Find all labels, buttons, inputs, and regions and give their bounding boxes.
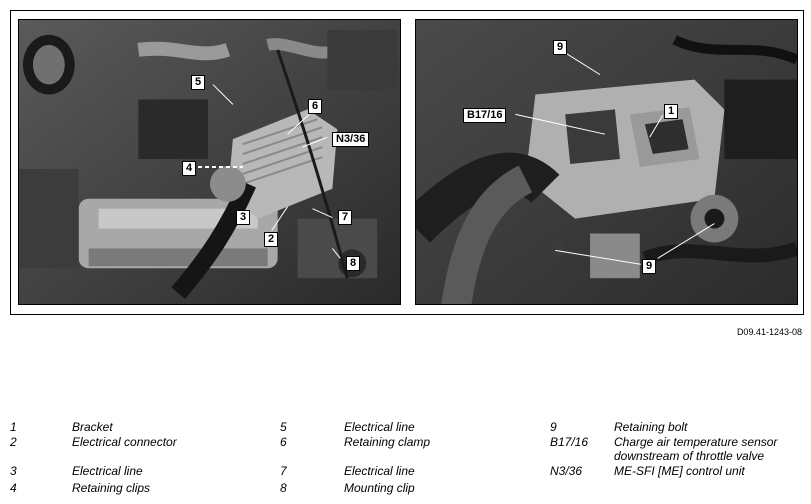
legend-num: 9 xyxy=(550,420,557,434)
figure-reference-code: D09.41-1243-08 xyxy=(736,327,802,337)
callout-3: 3 xyxy=(236,210,251,225)
callout-1: 1 xyxy=(664,104,679,119)
legend-desc: Bracket xyxy=(72,420,113,434)
legend-num: B17/16 xyxy=(550,435,589,449)
callout-5: 5 xyxy=(191,75,206,90)
engine-photo-left: 5 6 N3/36 4 3 2 7 8 xyxy=(18,19,401,305)
callout-7: 7 xyxy=(338,210,353,225)
legend-desc: Electrical line xyxy=(72,464,143,478)
legend-num: 2 xyxy=(10,435,17,449)
legend-num: N3/36 xyxy=(550,464,583,478)
callout-6: 6 xyxy=(308,99,323,114)
legend-desc: Retaining clamp xyxy=(344,435,431,449)
legend-desc: Charge air temperature sensor downstream… xyxy=(614,435,778,463)
callout-2: 2 xyxy=(264,232,279,247)
figure-frame: 5 6 N3/36 4 3 2 7 8 xyxy=(10,10,804,315)
callout-9-bottom: 9 xyxy=(642,259,657,274)
engine-photo-right-image xyxy=(416,20,797,304)
legend-num: 8 xyxy=(280,481,287,495)
engine-photo-right: 9 B17/16 1 9 xyxy=(415,19,798,305)
legend-desc: Electrical line xyxy=(344,464,415,478)
legend-num: 7 xyxy=(280,464,287,478)
legend-desc: Electrical connector xyxy=(72,435,177,449)
callout-n3-36: N3/36 xyxy=(332,132,370,147)
legend-num: 3 xyxy=(10,464,17,478)
legend-num: 4 xyxy=(10,481,17,495)
legend-desc: Retaining clips xyxy=(72,481,151,495)
engine-photo-left-image xyxy=(19,20,400,304)
legend-desc: Electrical line xyxy=(344,420,415,434)
callout-8: 8 xyxy=(346,256,361,271)
legend-desc: Mounting clip xyxy=(344,481,415,495)
callout-b17-16: B17/16 xyxy=(463,108,507,123)
legend-num: 6 xyxy=(280,435,287,449)
callout-4: 4 xyxy=(182,161,197,176)
legend-num: 5 xyxy=(280,420,287,434)
legend-num: 1 xyxy=(10,420,17,434)
legend-desc: ME-SFI [ME] control unit xyxy=(614,464,745,478)
legend-desc: Retaining bolt xyxy=(614,420,688,434)
callout-9-top: 9 xyxy=(553,40,568,55)
